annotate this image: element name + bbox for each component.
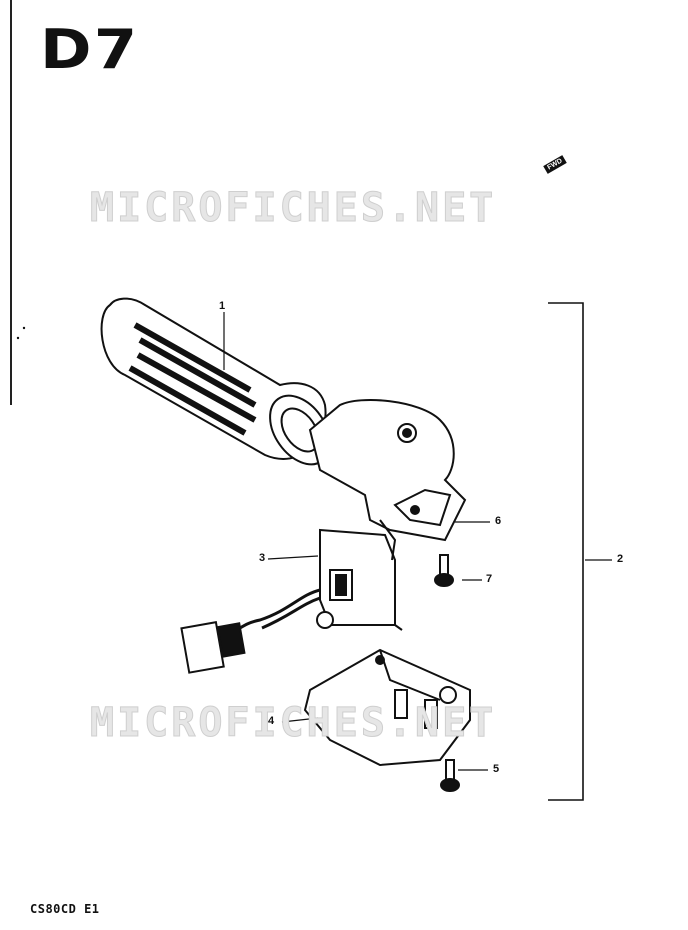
- callout-4: 4: [268, 715, 275, 727]
- callout-1: 1: [219, 300, 226, 312]
- grip-part: [100, 297, 331, 466]
- callout-7: 7: [486, 573, 493, 585]
- model-code: CS80CD E1: [30, 902, 100, 916]
- callout-3: 3: [259, 552, 266, 564]
- watermark-bottom: MICROFICHES.NET: [89, 700, 497, 747]
- callout-2: 2: [617, 553, 624, 565]
- callout-6: 6: [495, 515, 502, 527]
- page-title: D7: [40, 18, 140, 81]
- switch-housing-lower: [303, 648, 471, 767]
- screw-5: [440, 759, 460, 792]
- screw-7: [434, 554, 454, 587]
- scan-specks: [16, 326, 26, 340]
- assembly-bracket: [548, 302, 584, 801]
- switch-unit: [316, 519, 403, 631]
- leader-lines: [223, 312, 612, 771]
- switch-housing-upper: [308, 399, 467, 542]
- wire-connector: [180, 588, 321, 674]
- watermark-top: MICROFICHES.NET: [89, 185, 497, 232]
- page-left-rule: [10, 0, 12, 405]
- callout-5: 5: [493, 763, 500, 775]
